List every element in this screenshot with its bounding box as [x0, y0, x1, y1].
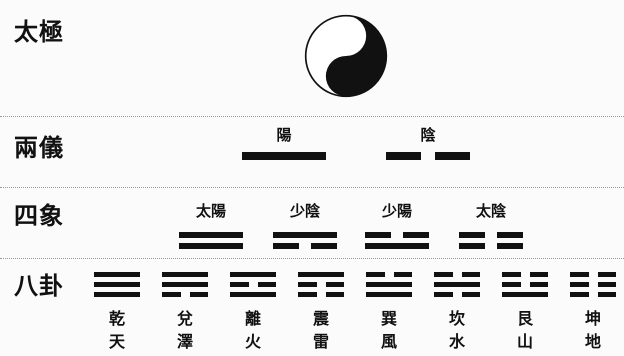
bagua-1-yang-line	[162, 282, 208, 287]
sixiang-0-yang-line	[179, 232, 243, 238]
sixiang-label: 太陰	[475, 202, 507, 220]
bagua-3-yang-line	[298, 272, 344, 277]
sixiang-2-yang-line	[365, 243, 429, 249]
sixiang-2-yin-line-left	[365, 232, 391, 238]
bagua-name: 艮	[516, 309, 534, 328]
liangyi-1-yin-line-right	[435, 152, 470, 160]
bagua-3-yin-line-right	[325, 292, 344, 297]
row-label-taiji: 太極	[14, 18, 64, 46]
sixiang-0-yang-line	[179, 243, 243, 249]
yin-yang-icon	[304, 14, 388, 98]
sixiang-label: 太陽	[195, 202, 227, 220]
bagua-3-yin-line-left	[298, 292, 317, 297]
bagua-4-yang-line	[366, 292, 412, 297]
bagua-name: 坤	[584, 309, 602, 328]
sixiang-label: 少陰	[289, 202, 321, 220]
liangyi-0-yang-line	[242, 152, 326, 160]
bagua-5-yin-line-left	[434, 292, 453, 297]
bagua-4-yin-line-left	[366, 272, 385, 277]
row-label-sixiang: 四象	[14, 202, 64, 230]
divider-taiji	[0, 116, 624, 117]
divider-liangyi	[0, 187, 624, 188]
divider-sixiang	[0, 258, 624, 259]
bagua-0-yang-line	[94, 272, 140, 277]
bagua-0-yang-line	[94, 282, 140, 287]
bagua-5-yin-line-left	[434, 272, 453, 277]
bagua-1-yang-line	[162, 272, 208, 277]
bagua-name: 震	[312, 309, 330, 328]
sixiang-3-yin-line-right	[497, 232, 523, 238]
sixiang-3-yin-line-left	[459, 243, 485, 249]
bagua-5-yang-line	[434, 282, 480, 287]
bagua-6-yin-line-right	[529, 272, 548, 277]
bagua-2-yin-line-right	[257, 282, 276, 287]
sixiang-3-yin-line-left	[459, 232, 485, 238]
sixiang-1-yin-line-right	[311, 243, 337, 249]
bagua-element: 天	[108, 332, 126, 351]
bagua-0-yang-line	[94, 292, 140, 297]
row-label-liangyi: 兩儀	[14, 134, 64, 162]
bagua-7-yin-line-left	[570, 282, 589, 287]
bagua-3-yin-line-right	[325, 282, 344, 287]
bagua-5-yin-line-right	[461, 292, 480, 297]
bagua-name: 坎	[448, 309, 466, 328]
bagua-7-yin-line-left	[570, 292, 589, 297]
bagua-4-yang-line	[366, 282, 412, 287]
row-label-bagua: 八卦	[14, 272, 64, 300]
bagua-6-yang-line	[502, 292, 548, 297]
liangyi-1-yin-line-left	[386, 152, 421, 160]
bagua-name: 兌	[176, 309, 194, 328]
bagua-name: 乾	[108, 309, 126, 328]
sixiang-label: 少陽	[381, 202, 413, 220]
bagua-7-yin-line-left	[570, 272, 589, 277]
sixiang-1-yin-line-left	[273, 243, 299, 249]
bagua-name: 離	[244, 309, 262, 328]
bagua-element: 山	[516, 332, 534, 351]
liangyi-label: 陽	[276, 126, 292, 144]
bagua-7-yin-line-right	[597, 292, 616, 297]
bagua-2-yang-line	[230, 292, 276, 297]
bagua-name: 巽	[380, 309, 398, 328]
sixiang-3-yin-line-right	[497, 243, 523, 249]
bagua-3-yin-line-left	[298, 282, 317, 287]
sixiang-2-yin-line-right	[403, 232, 429, 238]
bagua-7-yin-line-right	[597, 282, 616, 287]
bagua-6-yin-line-right	[529, 282, 548, 287]
sixiang-1-yang-line	[273, 232, 337, 238]
bagua-4-yin-line-right	[393, 272, 412, 277]
bagua-6-yin-line-left	[502, 272, 521, 277]
bagua-element: 地	[584, 332, 602, 351]
bagua-element: 水	[448, 332, 466, 351]
bagua-6-yin-line-left	[502, 282, 521, 287]
bagua-1-yin-line-left	[162, 292, 181, 297]
bagua-2-yang-line	[230, 272, 276, 277]
bagua-7-yin-line-right	[597, 272, 616, 277]
liangyi-label: 陰	[420, 126, 436, 144]
bagua-element: 風	[380, 332, 398, 351]
bagua-element: 澤	[176, 332, 194, 351]
bagua-5-yin-line-right	[461, 272, 480, 277]
bagua-1-yin-line-right	[189, 292, 208, 297]
bagua-element: 雷	[312, 332, 330, 351]
bagua-element: 火	[244, 332, 262, 351]
bagua-2-yin-line-left	[230, 282, 249, 287]
